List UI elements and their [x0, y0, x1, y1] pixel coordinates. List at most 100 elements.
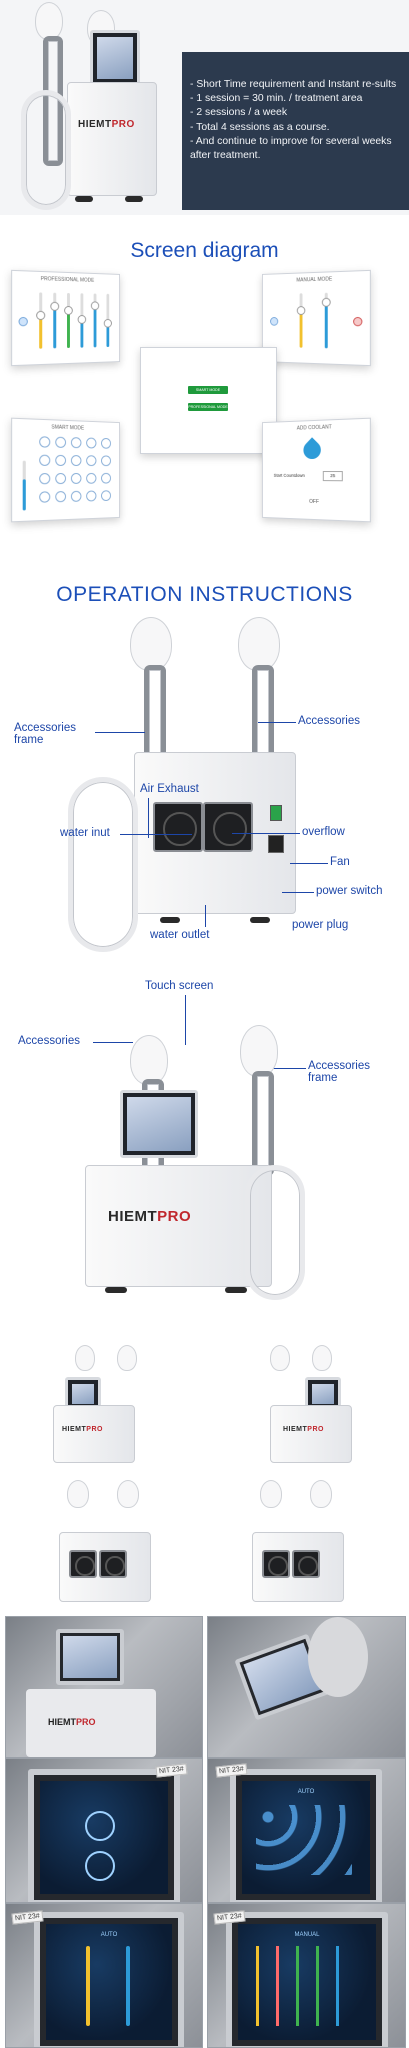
screen-title: ADD COOLANT [296, 424, 332, 432]
hero-section: HIEMTPRO - Short Time requirement and In… [0, 0, 409, 215]
slider-knob [77, 315, 87, 324]
play-icon [18, 316, 28, 327]
product-angles-section: HIEMTPRO HIEMTPRO [0, 1315, 409, 1615]
countdown-value: 25 [322, 471, 343, 482]
program-icon [86, 455, 97, 467]
play-icon [270, 317, 279, 326]
label-sticker: NIT 23# [155, 1763, 188, 1778]
program-icon [39, 473, 51, 485]
machine-body [26, 1689, 156, 1757]
smart-mode-button: SMART MODE [188, 386, 228, 394]
slider-knob [103, 318, 112, 328]
callout-accessories: Accessories [18, 1035, 80, 1047]
program-icon [39, 454, 51, 466]
program-icon [86, 490, 97, 502]
real-photo-side [207, 1616, 406, 1758]
level-slider [103, 293, 112, 348]
program-icon [101, 472, 112, 484]
program-icon [55, 491, 67, 503]
section-heading: OPERATION INSTRUCTIONS [56, 583, 353, 606]
fan-right [203, 802, 253, 852]
screen-title: MANUAL MODE [296, 276, 333, 284]
real-photo-front: HIEMTPRO [5, 1616, 203, 1758]
program-icon [101, 455, 112, 467]
machine-body: HIEMTPRO [85, 1165, 272, 1287]
program-icon [55, 473, 67, 485]
screen-manual-mode: MANUAL MODE [262, 269, 371, 367]
real-photo-screen-4: MANUAL NIT 23# [207, 1903, 406, 2048]
slider-knob [36, 310, 46, 321]
off-button: OFF [309, 498, 319, 506]
callout-power-plug: power plug [292, 919, 349, 931]
fan-left [153, 802, 203, 852]
handpiece-left [35, 2, 63, 40]
screen-add-coolant: ADD COOLANT Start Countdown 25 OFF [262, 417, 371, 523]
callout-water-outlet: water outlet [150, 929, 210, 941]
callout-air-exhaust: Air Exhaust [140, 783, 199, 795]
power-switch [270, 805, 282, 821]
rear-machine-image [60, 617, 310, 952]
program-icon [70, 472, 82, 484]
power-plug [268, 835, 284, 853]
program-icon [70, 437, 82, 449]
callout-fan: Fan [330, 856, 350, 868]
program-icon [70, 490, 82, 502]
level-slider [296, 293, 306, 348]
level-slider [77, 293, 87, 348]
screen-title: PROFESSIONAL MODE [40, 276, 95, 284]
countdown-label: Start Countdown [273, 472, 305, 478]
callout-water-inut: water inut [60, 827, 110, 839]
program-icon [101, 437, 112, 449]
benefit-line: - 2 sessions / a week [190, 107, 288, 119]
product-angle-2: HIEMTPRO [250, 1345, 360, 1465]
real-photo-screen-2: AUTO NIT 23# [207, 1758, 406, 1903]
program-icon [39, 436, 51, 448]
benefit-line: - 1 session = 30 min. / treatment area [190, 93, 363, 105]
machine-logo: HIEMTPRO [48, 1717, 96, 1727]
stop-icon [353, 316, 363, 327]
water-drop-icon [299, 437, 325, 463]
callout-touch-screen: Touch screen [145, 980, 214, 992]
callout-accessories: Accessories [298, 715, 360, 727]
level-slider [36, 292, 46, 349]
front-machine-image: HIEMTPRO [80, 995, 320, 1300]
screen-title: SMART MODE [51, 424, 85, 432]
benefits-panel: - Short Time requirement and Instant re-… [182, 52, 409, 210]
level-slider [321, 292, 331, 349]
professional-mode-button: PROFESSIONAL MODE [188, 403, 228, 411]
screen-diagram-section: Screen diagram PROFESSIONAL MODE MANUAL … [0, 215, 409, 555]
benefit-line: - Short Time requirement and Instant re-… [190, 79, 397, 90]
program-icon [39, 491, 51, 503]
program-icon [55, 436, 67, 448]
program-icon [55, 454, 67, 466]
slider-knob [64, 305, 73, 316]
product-angle-3 [45, 1480, 165, 1605]
benefit-line: - And continue to improve for several we… [190, 135, 392, 162]
product-angle-4 [238, 1480, 358, 1605]
machine-logo: HIEMTPRO [78, 119, 135, 130]
callout-power-switch: power switch [316, 885, 383, 897]
level-slider [90, 293, 100, 348]
slider-knob [50, 301, 60, 311]
callout-overflow: overflow [302, 826, 345, 838]
benefit-line: - Total 4 sessions as a course. [190, 121, 330, 133]
section-heading: Screen diagram [130, 239, 279, 262]
real-photo-screen-3: AUTO NIT 23# [5, 1903, 203, 2048]
program-icon [86, 472, 97, 484]
machine-touch-screen [90, 30, 140, 86]
product-angle-1: HIEMTPRO [45, 1345, 155, 1465]
program-icon [101, 490, 112, 502]
slider-knob [90, 301, 100, 311]
program-icon [86, 437, 97, 449]
level-slider [50, 292, 60, 349]
slider-knob [296, 306, 306, 316]
program-icon [70, 455, 82, 467]
real-photo-screen-1: NIT 23# [5, 1758, 203, 1903]
machine-touch-screen [120, 1090, 198, 1158]
screen-professional-mode: PROFESSIONAL MODE [11, 269, 120, 367]
slider-knob [321, 297, 331, 307]
screen-main-menu: SMART MODE PROFESSIONAL MODE [140, 347, 277, 454]
